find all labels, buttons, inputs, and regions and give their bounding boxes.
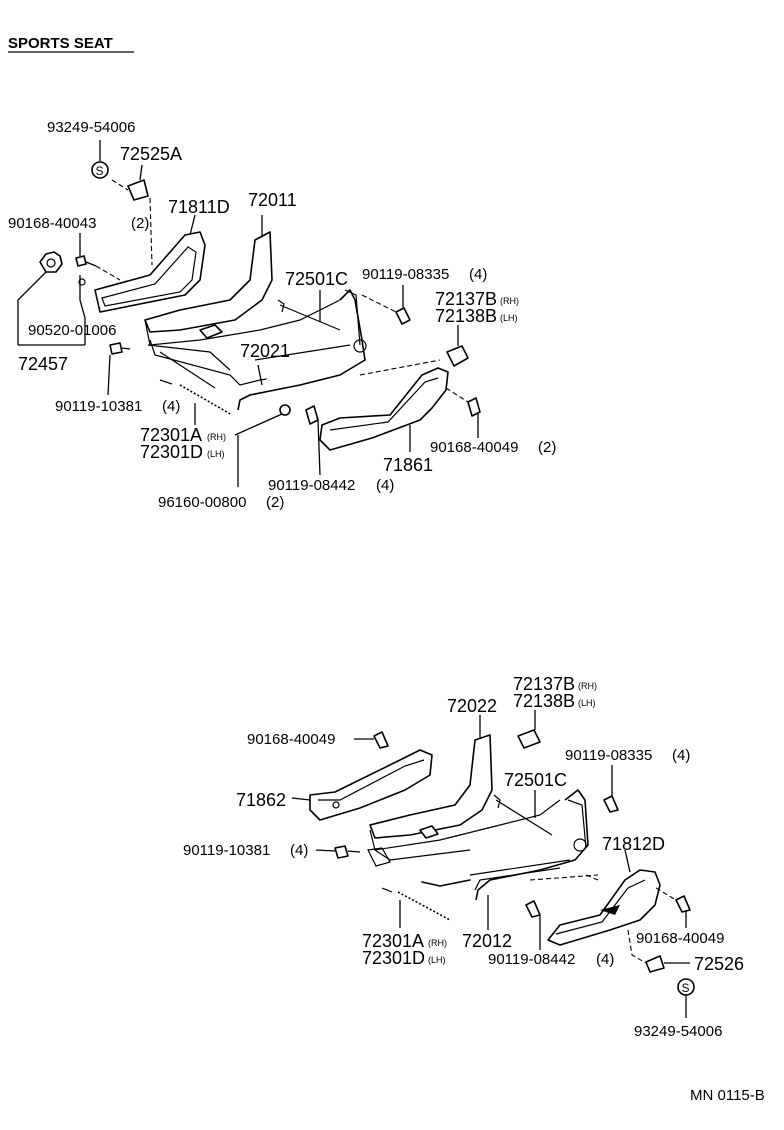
label-93249-54006-lower: 93249-54006	[634, 1023, 722, 1040]
svg-text:(RH): (RH)	[500, 296, 519, 306]
cap-72525a	[127, 179, 149, 201]
washer-96160	[279, 404, 291, 416]
svg-text:(2): (2)	[266, 494, 284, 511]
svg-text:(4): (4)	[672, 747, 690, 764]
frame-72012	[475, 789, 589, 901]
svg-text:(4): (4)	[162, 398, 180, 415]
cap-72526	[645, 955, 665, 973]
bolt-90168-40049-right	[675, 895, 691, 913]
label-71861: 71861	[383, 455, 433, 475]
label-90168-40043: 90168-40043	[8, 215, 96, 232]
svg-text:(LH): (LH)	[578, 698, 596, 708]
cover-71862	[309, 749, 433, 821]
svg-text:S: S	[682, 981, 690, 995]
svg-text:(LH): (LH)	[500, 313, 518, 323]
bolt-90119-08442-lower	[525, 900, 541, 918]
label-90168-40049-lower: 90168-40049	[247, 731, 335, 748]
svg-text:(2): (2)	[538, 439, 556, 456]
label-72301d: 72301D	[140, 442, 203, 462]
label-72525a: 72525A	[120, 144, 182, 164]
label-72021: 72021	[240, 341, 290, 361]
lever-bracket	[199, 324, 223, 339]
svg-text:(LH): (LH)	[428, 955, 446, 965]
bolt-90119-08335-lower	[603, 795, 619, 813]
label-72301d-lower: 72301D	[362, 948, 425, 968]
label-72138b-lower: 72138B	[513, 691, 575, 711]
svg-text:(4): (4)	[469, 266, 487, 283]
frame-72011	[144, 231, 273, 333]
label-90168-40049: 90168-40049	[430, 439, 518, 456]
label-72501c: 72501C	[285, 269, 348, 289]
svg-text:(4): (4)	[290, 842, 308, 859]
cover-71811d	[94, 231, 206, 313]
label-90119-10381: 90119-10381	[55, 398, 142, 415]
label-72137b-lower: 72137B	[513, 674, 575, 694]
svg-text:(4): (4)	[596, 951, 614, 968]
label-72501c-lower: 72501C	[504, 770, 567, 790]
bolt-90168-40043	[75, 255, 87, 267]
label-72301a: 72301A	[140, 425, 202, 445]
label-90168-40049-right: 90168-40049	[636, 930, 724, 947]
label-90119-10381-lower: 90119-10381	[183, 842, 270, 859]
svg-text:(LH): (LH)	[207, 449, 225, 459]
svg-text:(4): (4)	[376, 477, 394, 494]
label-90119-08335-lower: 90119-08335	[565, 747, 652, 764]
figure-code: MN 0115-B	[690, 1087, 765, 1104]
bolt-90119-08335	[395, 307, 411, 325]
knob-72457	[39, 251, 63, 273]
lever-bracket-lower	[419, 825, 439, 839]
label-72012: 72012	[462, 931, 512, 951]
label-90119-08442: 90119-08442	[268, 477, 355, 494]
label-72022: 72022	[447, 696, 497, 716]
bolt-90168-40049	[467, 397, 481, 417]
cover-71861	[319, 367, 449, 451]
label-72011: 72011	[248, 190, 297, 210]
cap-72137b-lower	[517, 729, 541, 749]
frame-72021	[237, 289, 366, 411]
lower-assembly: S 72137B (RH) 72138B (LH) 72022 90168-40…	[183, 674, 744, 1040]
page-title: SPORTS SEAT	[8, 35, 113, 52]
label-90119-08335: 90119-08335	[362, 266, 449, 283]
label-72138b: 72138B	[435, 306, 497, 326]
label-72137b: 72137B	[435, 289, 497, 309]
frame-72022	[369, 734, 493, 839]
bolt-90168-40049-top	[373, 731, 389, 749]
svg-text:(RH): (RH)	[578, 681, 597, 691]
s-mark-icon	[91, 161, 109, 179]
label-72526: 72526	[694, 954, 744, 974]
label-72457: 72457	[18, 354, 68, 374]
cover-71812d	[547, 869, 661, 946]
label-71811d: 71811D	[168, 197, 230, 217]
label-72301a-lower: 72301A	[362, 931, 424, 951]
label-93249-54006: 93249-54006	[47, 119, 135, 136]
upper-assembly: S	[8, 119, 556, 511]
label-96160-00800: 96160-00800	[158, 494, 246, 511]
svg-text:(2): (2)	[131, 215, 149, 232]
cap-72137b	[446, 345, 469, 367]
svg-text:(RH): (RH)	[428, 938, 447, 948]
bolt-90119-10381-lower	[334, 845, 349, 859]
label-90520-01006: 90520-01006	[28, 322, 116, 339]
bolt-90119-08442	[305, 405, 319, 425]
svg-text:S: S	[96, 164, 104, 178]
label-71862: 71862	[236, 790, 286, 810]
label-90119-08442-lower: 90119-08442	[488, 951, 575, 968]
label-71812d: 71812D	[602, 834, 665, 854]
svg-text:(RH): (RH)	[207, 432, 226, 442]
bolt-90119-10381	[109, 342, 123, 355]
